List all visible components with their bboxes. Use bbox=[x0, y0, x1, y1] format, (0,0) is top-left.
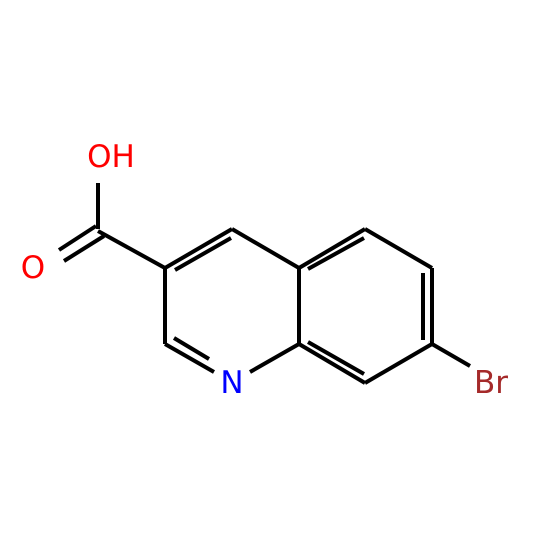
bond-c4a-c5 bbox=[297, 227, 367, 270]
bond-c7-c8 bbox=[363, 342, 434, 385]
atom-label-carbonyl-oxygen: O bbox=[21, 250, 45, 286]
bond-c5-c6 bbox=[363, 227, 434, 270]
atom-labels: OH O N Br bbox=[21, 139, 508, 401]
bond-c-o-double-a bbox=[57, 224, 98, 252]
bond-c3-c4-inner bbox=[174, 236, 232, 272]
bond-n-c8a bbox=[249, 342, 300, 374]
bond-c2-n-inner bbox=[172, 336, 211, 361]
atom-label-nitrogen: N bbox=[220, 365, 243, 401]
bond-c4a-c5-inner bbox=[307, 236, 365, 271]
bond-c-c3 bbox=[97, 229, 166, 270]
bond-c-o-double-b bbox=[62, 234, 106, 263]
bond-c4-c4a bbox=[230, 227, 301, 270]
bond-c8-c8a bbox=[297, 342, 367, 385]
bond-c7-br bbox=[430, 342, 472, 368]
bond-c3-c4 bbox=[163, 227, 234, 270]
atom-label-bromine: Br bbox=[474, 365, 508, 401]
bonds-group bbox=[57, 183, 472, 385]
atom-label-hydroxyl: OH bbox=[87, 139, 135, 175]
bond-c2-n bbox=[164, 342, 215, 374]
bond-c8-c8a-inner bbox=[307, 340, 365, 376]
